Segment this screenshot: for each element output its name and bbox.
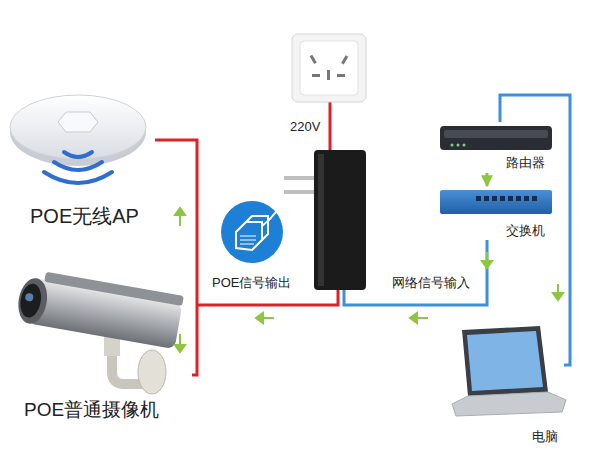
router	[440, 126, 552, 150]
switch-node: 交换机	[440, 186, 558, 241]
ap-node: POE无线AP	[10, 90, 155, 232]
wire-label: 网络信号输入	[390, 275, 472, 291]
connector-wire	[486, 173, 489, 186]
power-socket	[292, 34, 366, 102]
laptop-node: 电脑	[448, 325, 564, 447]
laptop	[452, 326, 566, 416]
device-label: 路由器	[506, 155, 545, 171]
cable-icon	[221, 196, 284, 263]
device-label: 交换机	[506, 223, 545, 239]
wireless-ap	[10, 95, 146, 183]
device-label: POE无线AP	[30, 204, 139, 228]
router-node: 路由器	[440, 122, 555, 173]
camera	[15, 268, 184, 394]
poe-injector	[284, 150, 366, 290]
flow-arrow	[175, 208, 563, 352]
connector-wire	[500, 95, 570, 365]
device-label: 电脑	[532, 429, 558, 445]
wire-label: POE信号输出	[210, 275, 293, 291]
camera-node: POE普通摄像机	[10, 275, 192, 430]
wire-label: 220V	[288, 119, 322, 135]
switch	[440, 190, 552, 214]
device-label: POE普通摄像机	[24, 399, 159, 422]
connector-wire	[155, 140, 197, 375]
